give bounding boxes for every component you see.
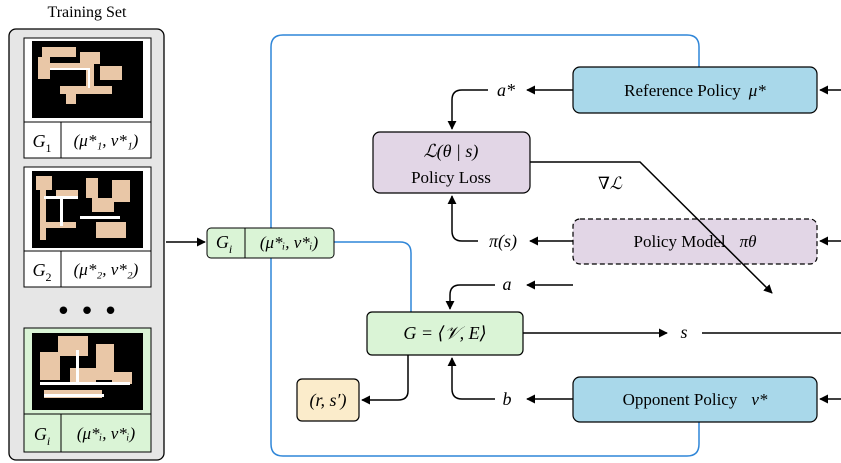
reference-policy-symbol: μ*	[748, 81, 767, 100]
environment-label: G = ⟨𝒱, E⟩	[403, 323, 486, 343]
policy-model-label: Policy Model	[634, 232, 726, 251]
reference-policy-box[interactable]: Reference Policy μ*	[572, 66, 818, 114]
policy-model-box[interactable]: Policy Model πθ	[572, 218, 818, 265]
training-item-i[interactable]: Gi (μ*ᵢ, ν*ᵢ)	[23, 327, 152, 453]
signal-grad-loss: ∇ℒ	[598, 174, 623, 193]
training-item-2-graph: G2	[33, 260, 52, 284]
arrow-loss-gradient	[530, 161, 773, 294]
arrow-pis-to-loss	[447, 195, 478, 242]
signal-a-star: a*	[497, 80, 515, 100]
blue-sample-connector	[334, 241, 412, 312]
map-tiles-2	[36, 176, 130, 240]
environment-box[interactable]: G = ⟨𝒱, E⟩	[366, 311, 524, 356]
blue-episode-frame	[270, 34, 700, 92]
signal-pi-s: π(s)	[489, 231, 517, 252]
selected-sample-policies: (μ*ᵢ, ν*ᵢ)	[260, 233, 319, 252]
reference-policy-label: Reference Policy	[624, 81, 741, 100]
training-item-2-policies: (μ*₂, ν*₂)	[74, 260, 139, 279]
policy-loss-box[interactable]: ℒ(θ | s) Policy Loss	[372, 131, 531, 194]
reward-label: (r, s′)	[310, 390, 347, 411]
training-item-1-policies: (μ*₁, ν*₁)	[74, 131, 139, 150]
selected-sample[interactable]: Gi (μ*ᵢ, ν*ᵢ)	[206, 227, 335, 259]
training-item-1-graph: G1	[33, 131, 52, 155]
signal-a: a	[503, 274, 512, 294]
policy-loss-formula: ℒ(θ | s)	[424, 141, 479, 162]
training-item-i-policies: (μ*ᵢ, ν*ᵢ)	[77, 424, 136, 443]
selected-sample-graph: Gi	[216, 232, 232, 256]
reward-box[interactable]: (r, s′)	[296, 378, 360, 422]
signal-s: s	[680, 322, 687, 342]
policy-model-symbol: πθ	[740, 232, 757, 251]
training-item-1[interactable]: G1 (μ*₁, ν*₁)	[23, 37, 152, 159]
opponent-policy-box[interactable]: Opponent Policy ν*	[572, 376, 818, 423]
signal-b: b	[503, 389, 512, 409]
training-set-title: Training Set	[48, 4, 128, 21]
arrow-astar-to-loss	[447, 89, 488, 130]
blue-episode-frame-lower	[270, 47, 700, 457]
training-set-ellipsis: • • •	[56, 297, 119, 327]
training-item-i-graph: Gi	[34, 424, 50, 448]
arrow-b-to-env	[447, 357, 495, 400]
opponent-policy-label: Opponent Policy	[623, 390, 738, 409]
policy-loss-label: Policy Loss	[411, 168, 491, 187]
training-item-2[interactable]: G2 (μ*₂, ν*₂)	[23, 166, 152, 288]
opponent-policy-symbol: ν*	[751, 390, 768, 409]
arrow-env-to-reward	[361, 355, 409, 405]
arrow-a-to-env	[445, 284, 495, 310]
